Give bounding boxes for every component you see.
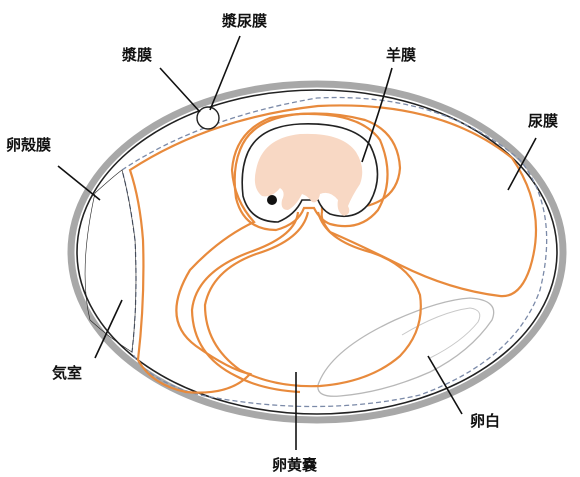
leader-serosa bbox=[160, 68, 200, 112]
chorioallantoic-marker bbox=[197, 107, 219, 129]
label-yolk-sac: 卵黄嚢 bbox=[272, 456, 317, 474]
label-air-cell: 気室 bbox=[52, 364, 82, 382]
yolk-sac bbox=[205, 212, 421, 386]
label-amnion: 羊膜 bbox=[386, 46, 416, 64]
label-serosa: 漿膜 bbox=[121, 46, 152, 64]
embryo-eye bbox=[267, 195, 277, 205]
label-shell-membrane: 卵殻膜 bbox=[6, 136, 51, 154]
yolk-stalk-inner bbox=[192, 212, 300, 392]
leader-albumen bbox=[428, 356, 462, 414]
label-chorioallantoic: 漿尿膜 bbox=[221, 12, 267, 30]
label-albumen: 卵白 bbox=[470, 412, 500, 430]
albumen-inner bbox=[402, 308, 480, 358]
leader-amnion bbox=[362, 68, 392, 162]
label-allantois: 尿膜 bbox=[528, 112, 558, 130]
